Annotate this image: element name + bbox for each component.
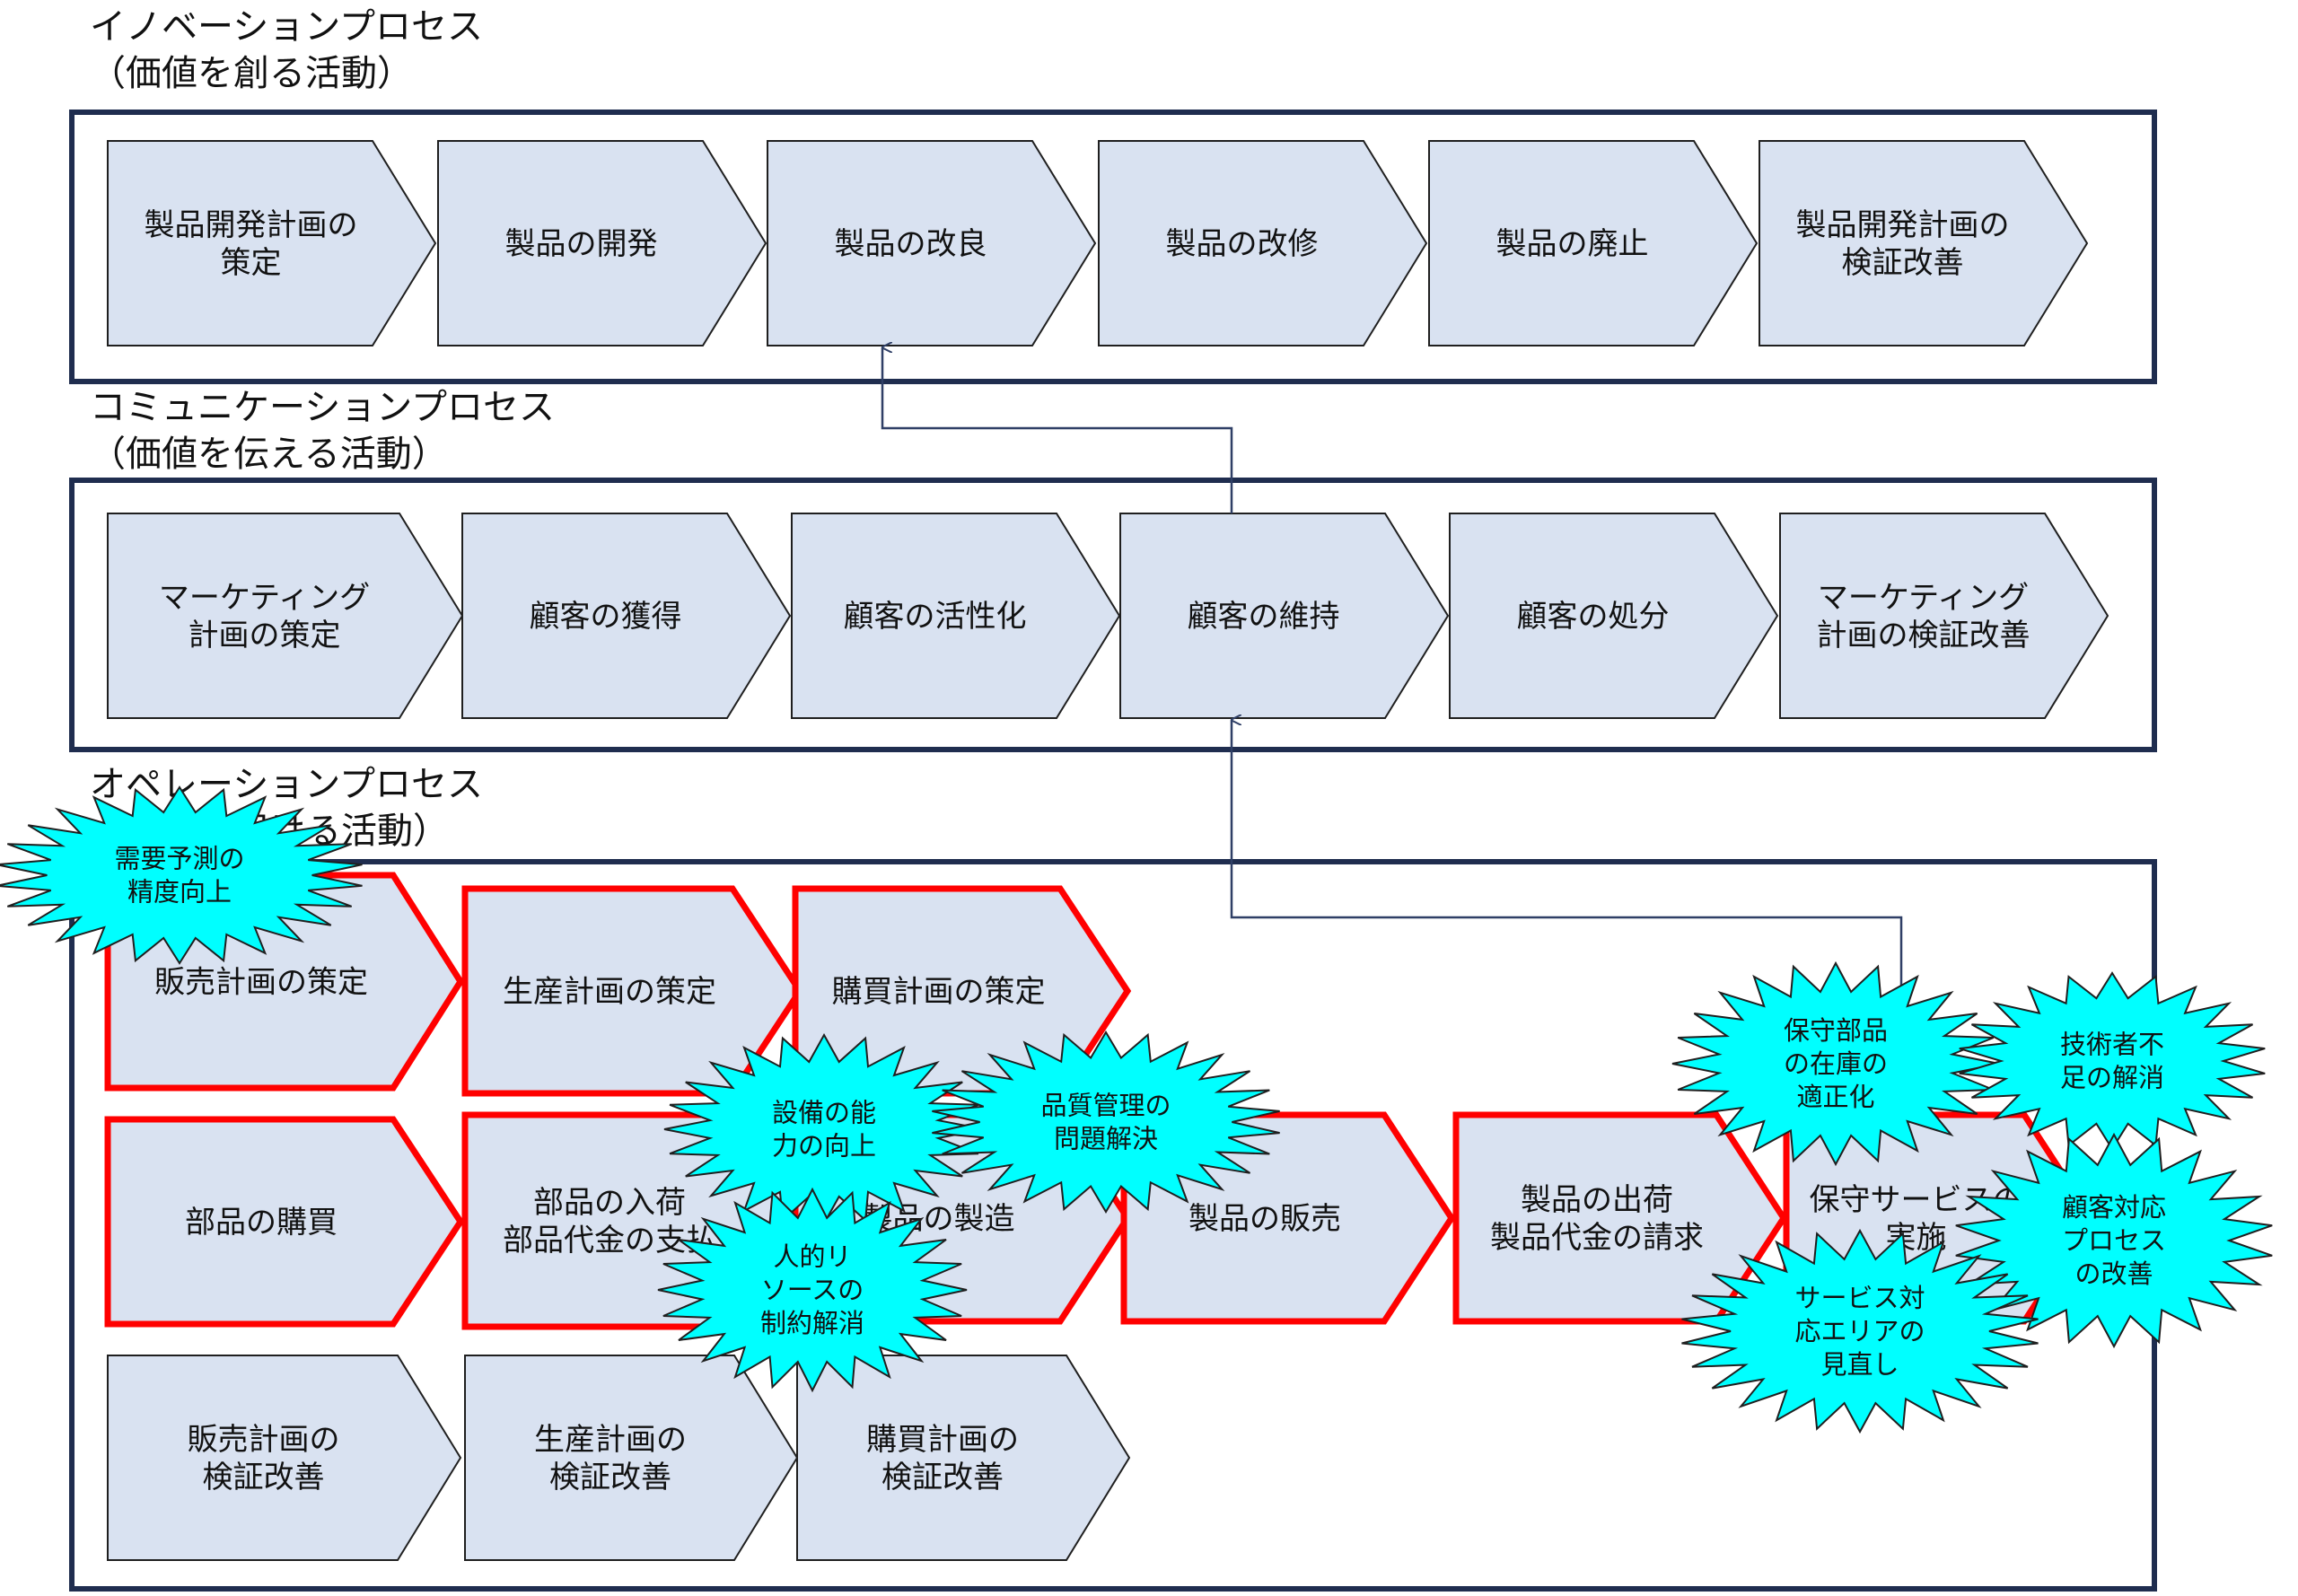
- section-title-innovation-line2: （価値を創る活動）: [90, 53, 413, 94]
- process-step: 製品開発計画の策定: [107, 140, 437, 346]
- process-step: 製品開発計画の検証改善: [1759, 140, 2089, 346]
- burst-label: 顧客対応プロセスの改善: [2062, 1192, 2166, 1289]
- burst-shape: [0, 785, 363, 965]
- step-label: 顧客の活性化: [844, 599, 1027, 635]
- burst-label: 保守部品の在庫の適正化: [1784, 1015, 1888, 1112]
- step-label: 保守サービスの実施: [1810, 1182, 2023, 1256]
- process-step: マーケティング計画の策定: [107, 513, 464, 719]
- issue-burst: 顧客対応プロセスの改善: [1955, 1132, 2273, 1349]
- issue-burst: 人的リソースの制約解消: [657, 1187, 968, 1393]
- burst-shape: [1955, 1132, 2273, 1349]
- process-step: 顧客の活性化: [791, 513, 1121, 719]
- step-label: 部品の入荷部品代金の支払: [503, 1185, 716, 1258]
- section-frame-1: [69, 478, 2157, 752]
- section-frame-0: [69, 110, 2157, 384]
- step-chevron: [437, 140, 767, 346]
- process-step: 製品の廃止: [1428, 140, 1759, 346]
- step-chevron: [464, 1355, 799, 1561]
- process-step: 部品の購買: [104, 1116, 465, 1328]
- burst-label: サービス対応エリアの見直し: [1794, 1283, 1925, 1380]
- step-label: 部品の購買: [185, 1205, 338, 1241]
- section-title-communication: コミュニケーションプロセス （価値を伝える活動）: [90, 384, 555, 478]
- step-label: 顧客の処分: [1517, 599, 1670, 635]
- step-chevron: [1428, 140, 1759, 346]
- issue-burst: 保守部品の在庫の適正化: [1671, 960, 2000, 1167]
- process-step: 顧客の維持: [1119, 513, 1450, 719]
- burst-label: 設備の能力の向上: [772, 1098, 876, 1162]
- process-step: 生産計画の検証改善: [464, 1355, 799, 1561]
- issue-burst: サービス対応エリアの見直し: [1681, 1228, 2039, 1434]
- process-step: 顧客の処分: [1449, 513, 1779, 719]
- burst-shape: [657, 1187, 968, 1393]
- step-chevron: [107, 140, 437, 346]
- section-title-communication-line2: （価値を伝える活動）: [90, 434, 448, 475]
- process-step: 製品の改修: [1098, 140, 1428, 346]
- step-chevron: [767, 140, 1097, 346]
- step-label: 生産計画の検証改善: [534, 1422, 687, 1495]
- step-label: 製品開発計画の検証改善: [1796, 207, 2010, 281]
- process-step: 販売計画の検証改善: [107, 1355, 462, 1561]
- section-title-operation-line1: オペレーションプロセス: [90, 764, 483, 805]
- burst-shape: [932, 1030, 1280, 1214]
- step-chevron: [1779, 513, 2109, 719]
- issue-burst: 品質管理の問題解決: [932, 1030, 1280, 1214]
- process-step: 顧客の獲得: [461, 513, 792, 719]
- step-label: 製品の開発: [505, 226, 658, 262]
- step-chevron: [1759, 140, 2089, 346]
- burst-shape: [663, 1032, 985, 1226]
- step-label: 製品開発計画の策定: [145, 207, 358, 281]
- step-chevron: [461, 885, 804, 1097]
- step-label: 製品の改良: [835, 226, 987, 262]
- burst-label: 人的リソースの制約解消: [760, 1241, 864, 1338]
- process-step: 製品の改良: [767, 140, 1097, 346]
- step-chevron: [1119, 513, 1450, 719]
- step-chevron: [461, 513, 792, 719]
- process-step: 製品の出荷製品代金の請求: [1452, 1111, 1788, 1325]
- step-chevron: [107, 513, 464, 719]
- step-label: 購買計画の検証改善: [866, 1422, 1019, 1495]
- issue-burst: 需要予測の精度向上: [0, 785, 363, 965]
- step-label: マーケティング計画の策定: [159, 580, 370, 653]
- section-title-innovation-line1: イノベーションプロセス: [90, 6, 483, 48]
- step-label: 製品の廃止: [1496, 226, 1649, 262]
- process-step: 購買計画の検証改善: [796, 1355, 1131, 1561]
- process-step: 生産計画の策定: [461, 885, 804, 1097]
- issue-burst: 設備の能力の向上: [663, 1032, 985, 1226]
- connector-arrow-service-to-retention: [1230, 720, 1903, 1004]
- process-step: マーケティング計画の検証改善: [1779, 513, 2109, 719]
- step-label: 製品の出荷製品代金の請求: [1490, 1182, 1704, 1256]
- step-label: マーケティング計画の検証改善: [1817, 580, 2030, 653]
- connector-arrow-retention-to-improve: [881, 347, 1233, 513]
- step-label: 販売計画の策定: [154, 965, 368, 1001]
- step-label: 顧客の獲得: [530, 599, 682, 635]
- burst-shape: [1671, 960, 2000, 1167]
- section-title-innovation: イノベーションプロセス （価値を創る活動）: [90, 4, 483, 97]
- process-step: 製品の開発: [437, 140, 767, 346]
- step-label: 製品の改修: [1166, 226, 1319, 262]
- step-chevron: [107, 1355, 462, 1561]
- step-label: 購買計画の策定: [832, 974, 1046, 1010]
- step-chevron: [1452, 1111, 1788, 1325]
- burst-label: 需要予測の精度向上: [114, 844, 244, 908]
- step-chevron: [1449, 513, 1779, 719]
- process-step: 購買計画の策定: [792, 885, 1132, 1097]
- step-chevron: [104, 1116, 465, 1328]
- burst-label: 品質管理の問題解決: [1040, 1091, 1171, 1154]
- step-label: 顧客の維持: [1188, 599, 1340, 635]
- step-chevron: [796, 1355, 1131, 1561]
- step-label: 製品の販売: [1188, 1201, 1341, 1237]
- step-chevron: [791, 513, 1121, 719]
- section-title-communication-line1: コミュニケーションプロセス: [90, 387, 555, 428]
- step-label: 生産計画の策定: [503, 974, 716, 1010]
- step-label: 販売計画の検証改善: [188, 1422, 340, 1495]
- step-chevron: [1098, 140, 1428, 346]
- burst-shape: [1681, 1228, 2039, 1434]
- burst-label: 技術者不足の解消: [2060, 1030, 2164, 1093]
